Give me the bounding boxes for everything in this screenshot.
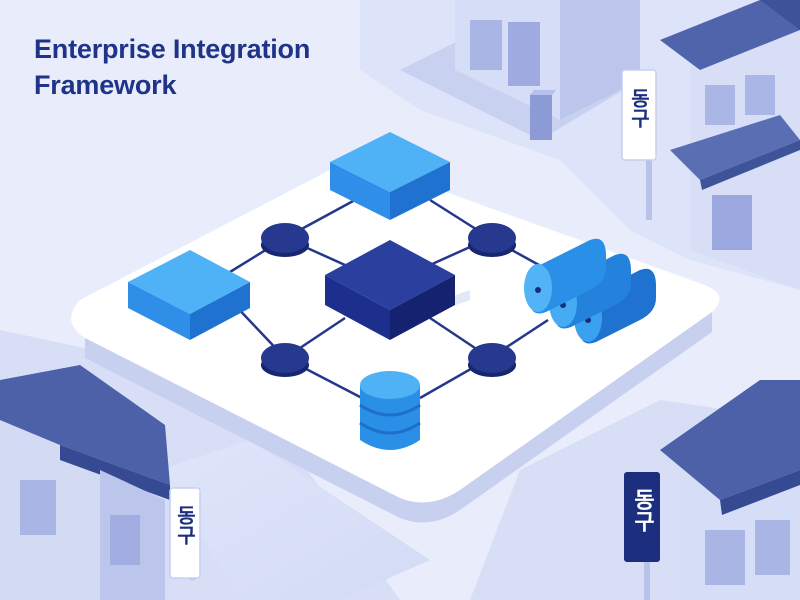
building-door (508, 22, 540, 86)
server-rack-stack (524, 238, 656, 344)
top-module-right (390, 162, 450, 220)
database-band (359, 421, 421, 435)
building-window (110, 515, 140, 565)
database-top (360, 371, 420, 399)
sign-pole (646, 150, 652, 220)
building-bottom-left (0, 365, 201, 600)
building-window (20, 480, 56, 535)
building-roof (660, 380, 800, 500)
left-module-top (128, 250, 250, 314)
mailbox-top (530, 90, 556, 95)
sign-board-bottom-left (169, 487, 201, 579)
database-cylinder (359, 371, 421, 450)
platform-side (85, 312, 712, 523)
sign-board (621, 69, 657, 161)
nodes (261, 223, 516, 377)
building-window (470, 20, 502, 70)
top-module-left (330, 162, 390, 220)
building-top-right-back (400, 0, 640, 140)
database-band (359, 403, 421, 417)
server-led-icon (535, 287, 541, 293)
sign-top-right (621, 69, 657, 220)
node-bottom-left (261, 343, 309, 377)
road (160, 440, 430, 600)
building-door (712, 195, 752, 250)
sign-text-bottom-left: 동구 (173, 505, 197, 546)
building-roof (660, 0, 800, 70)
node-top (468, 343, 516, 373)
database-body (360, 385, 420, 450)
building-bottom-right (624, 380, 800, 600)
building-roof-edge (60, 445, 170, 500)
left-module (128, 250, 250, 340)
node-bottom-right (468, 343, 516, 377)
sign-board-bottom-right (624, 472, 660, 562)
building-wall-right (560, 0, 640, 120)
sign-text-top-right: 동구 (627, 88, 651, 129)
top-module (330, 132, 450, 220)
building-window (705, 530, 745, 585)
building-roof-edge (760, 0, 800, 30)
sign-text-bottom-right: 동구 (630, 488, 655, 532)
node-top-right (468, 223, 516, 257)
building-window (745, 75, 775, 115)
title-line-2: Framework (34, 70, 177, 100)
left-module-left (128, 282, 190, 340)
building-window (755, 520, 790, 575)
title-line-1: Enterprise Integration (34, 34, 311, 64)
hub-left (325, 275, 390, 340)
building-window (705, 85, 735, 125)
node-top (261, 223, 309, 253)
building-top-right-front (660, 0, 800, 290)
mailbox (530, 95, 552, 140)
building-roof-edge (720, 470, 800, 515)
hub-right (390, 275, 455, 340)
node-top-left (261, 223, 309, 257)
left-module-right (190, 282, 250, 340)
awning-edge (700, 140, 800, 190)
building-roof (0, 365, 170, 485)
central-hub-block (325, 240, 455, 340)
awning (670, 115, 800, 180)
server-unit (524, 238, 606, 314)
node-top (468, 223, 516, 253)
node-top (261, 343, 309, 373)
